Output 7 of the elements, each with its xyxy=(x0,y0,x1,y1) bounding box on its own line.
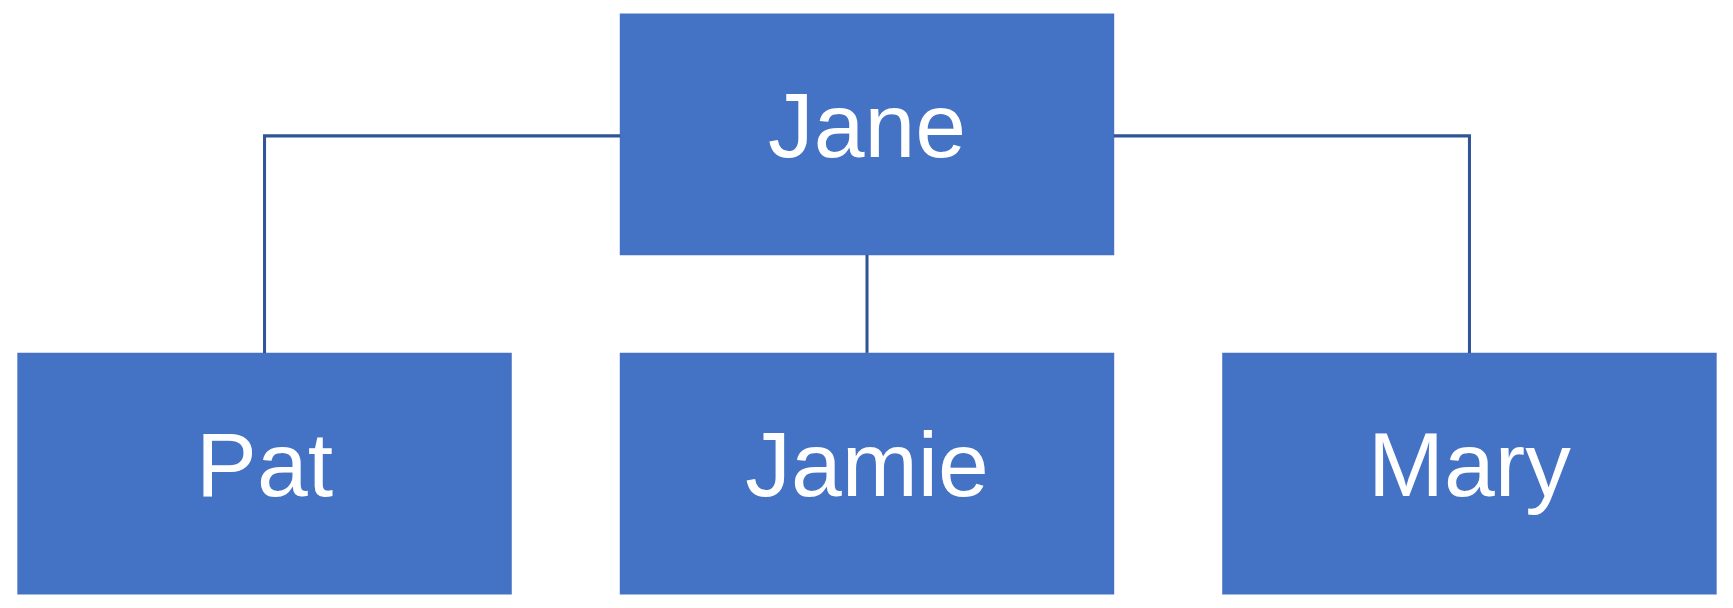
node-box: Mary xyxy=(1221,352,1717,595)
node-box: Jamie xyxy=(619,352,1114,595)
connector xyxy=(865,254,868,353)
connector xyxy=(1113,134,1471,354)
connector xyxy=(262,134,620,354)
node-box: Pat xyxy=(16,352,512,595)
node-box: Jane xyxy=(619,13,1114,256)
